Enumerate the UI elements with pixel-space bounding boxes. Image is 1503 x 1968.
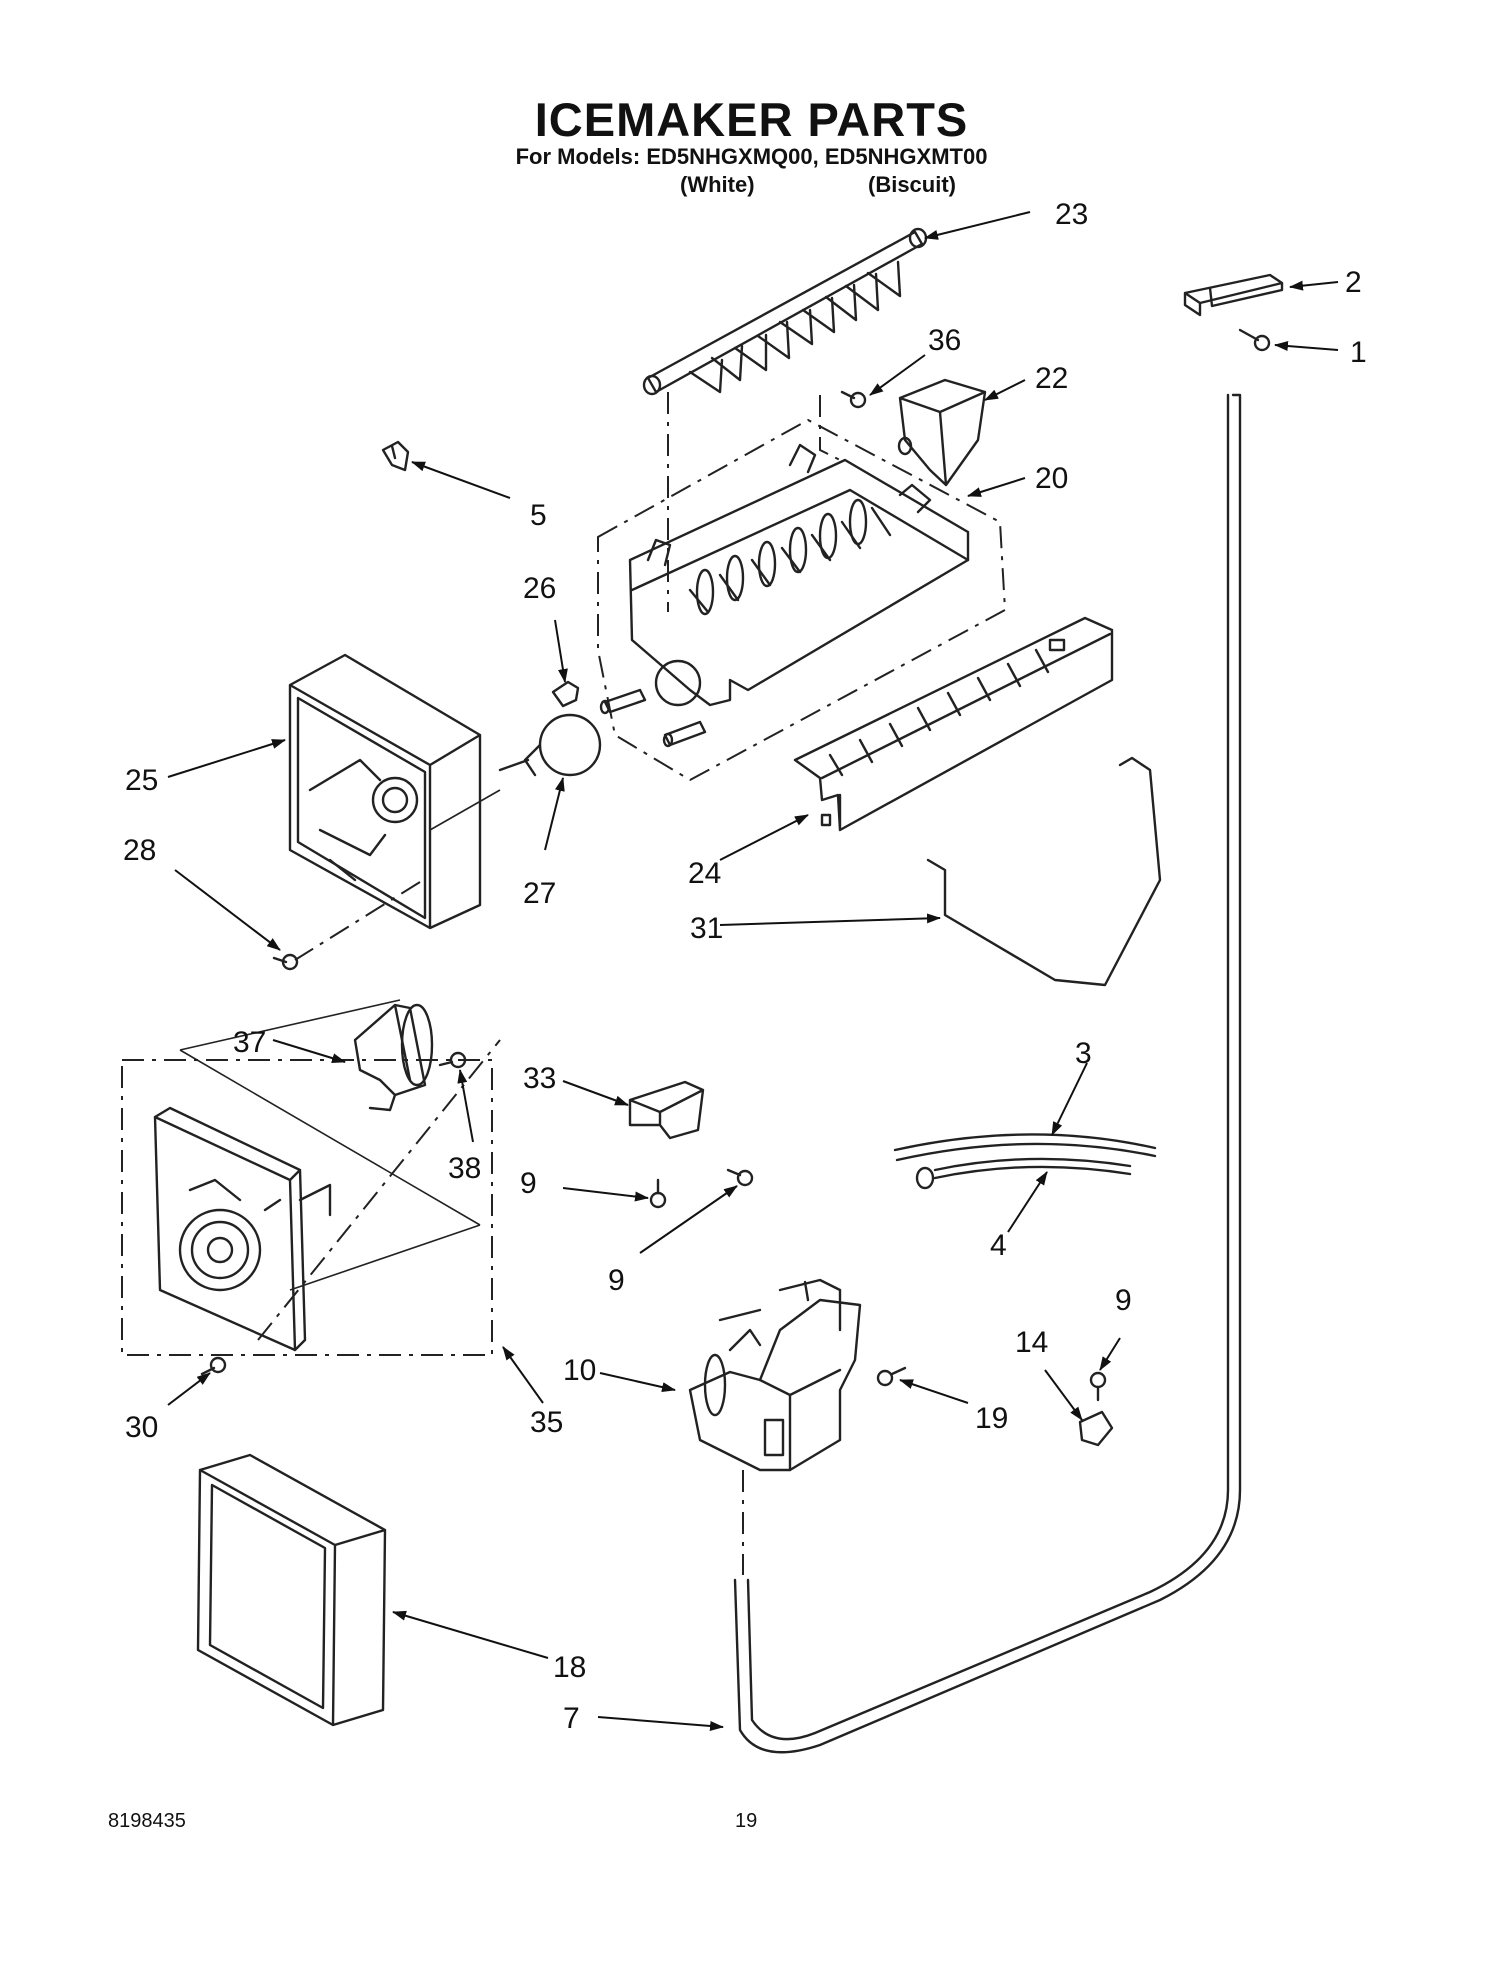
- models-line: For Models: ED5NHGXMQ00, ED5NHGXMT00: [515, 144, 988, 169]
- color-biscuit-label: (Biscuit): [868, 172, 956, 197]
- callout-33: 33: [523, 1062, 556, 1095]
- part-19-screw: [876, 1366, 907, 1387]
- callout-28: 28: [123, 834, 156, 867]
- part-2-bracket: [1183, 273, 1284, 317]
- part-7-water-tube: [733, 393, 1242, 1754]
- callout-25: 25: [125, 764, 158, 797]
- callout-31: 31: [690, 912, 723, 945]
- part-9-screws: [649, 1168, 1107, 1402]
- part-22-fill-cup: [897, 378, 987, 487]
- callout-38: 38: [448, 1152, 481, 1185]
- part-36-screw: [840, 390, 867, 409]
- part-4-tube: [915, 1157, 1132, 1190]
- callout-9a: 9: [520, 1167, 537, 1200]
- callout-20: 20: [1035, 462, 1068, 495]
- callout-30: 30: [125, 1411, 158, 1444]
- part-31-shutoff-arm: [926, 756, 1162, 987]
- part-3-tube: [893, 1133, 1157, 1162]
- callout-36: 36: [928, 324, 961, 357]
- callout-37: 37: [233, 1026, 266, 1059]
- callout-2: 2: [1345, 266, 1362, 299]
- callout-5: 5: [530, 499, 547, 532]
- part-25-housing: [288, 653, 482, 930]
- part-26-clip: [551, 680, 580, 708]
- part-1-screw: [1238, 328, 1271, 352]
- part-35-module-assembly: [121, 999, 493, 1356]
- part-14-clamp: [1078, 1410, 1114, 1447]
- leader-arrows: [167, 211, 1339, 1731]
- callout-22: 22: [1035, 362, 1068, 395]
- part-23-ejector-blade: [642, 227, 928, 396]
- callout-9c: 9: [1115, 1284, 1132, 1317]
- callout-23: 23: [1055, 198, 1088, 231]
- callout-24: 24: [688, 857, 721, 890]
- callout-1: 1: [1350, 336, 1367, 369]
- doc-number: 8198435: [108, 1810, 186, 1832]
- callout-10: 10: [563, 1354, 596, 1387]
- callout-19: 19: [975, 1402, 1008, 1435]
- callout-27: 27: [523, 877, 556, 910]
- page-number: 19: [735, 1810, 758, 1832]
- callout-4: 4: [990, 1229, 1007, 1262]
- callout-26: 26: [523, 572, 556, 605]
- callout-18: 18: [553, 1651, 586, 1684]
- color-white-label: (White): [680, 172, 755, 197]
- part-5-clip: [381, 440, 410, 472]
- callout-35: 35: [530, 1406, 563, 1439]
- callout-9b: 9: [608, 1264, 625, 1297]
- part-38-screw: [438, 1051, 467, 1069]
- part-33-cover: [628, 1080, 705, 1140]
- part-35-module: [153, 1106, 332, 1352]
- part-10-water-valve: [688, 1278, 862, 1472]
- part-18-insulation-pad: [196, 1453, 387, 1727]
- callout-3: 3: [1075, 1037, 1092, 1070]
- assembly-lines: [257, 392, 841, 1575]
- part-24-stripper: [793, 616, 1114, 832]
- part-27-thermostat: [498, 713, 602, 777]
- callout-7: 7: [563, 1702, 580, 1735]
- callout-14: 14: [1015, 1326, 1048, 1359]
- part-30-screw: [200, 1356, 227, 1376]
- part-37-motor: [353, 1003, 434, 1112]
- part-28-screw: [272, 953, 299, 971]
- page-title: ICEMAKER PARTS: [534, 93, 969, 146]
- callout-numbers: 23 2 1 36 22 20 5 26 25 28 27 24 31 37 3…: [123, 198, 1367, 1735]
- part-20-mold-assembly: [597, 418, 1007, 782]
